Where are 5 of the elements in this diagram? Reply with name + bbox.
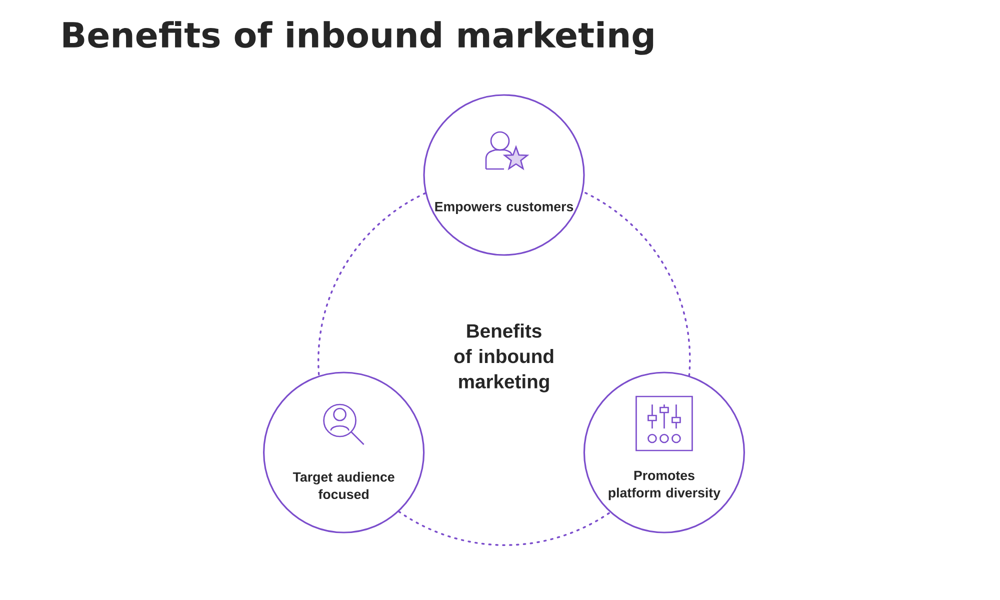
center-label: Benefits of inbound marketing [454,324,554,392]
dotted-arc [582,190,691,377]
dotted-arc [318,192,426,378]
dotted-arc [398,510,612,546]
title: Benefits of inbound marketing [63,21,654,55]
